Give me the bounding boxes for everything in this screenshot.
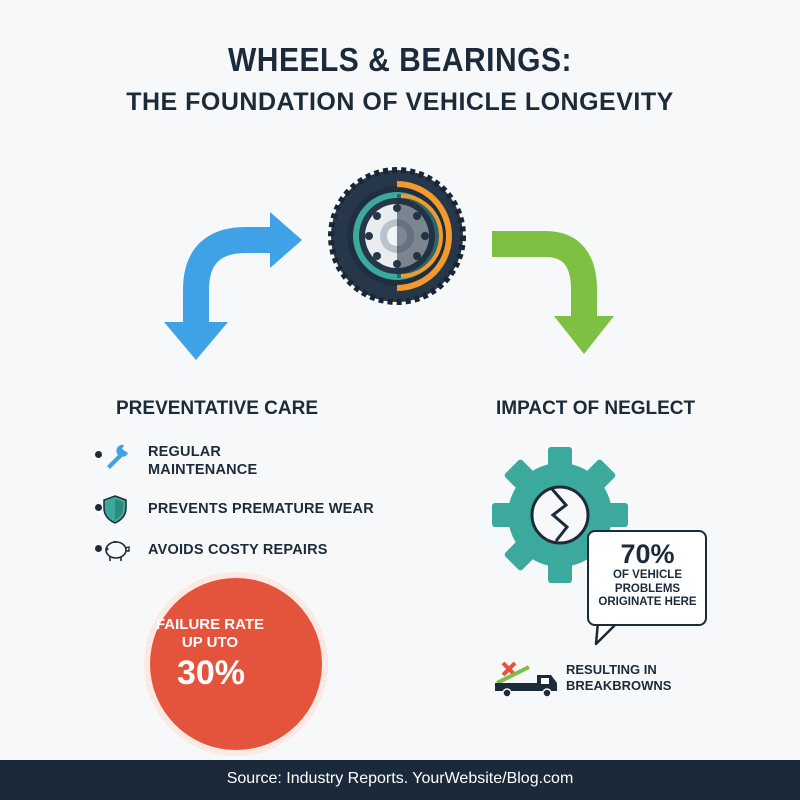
wrench-icon	[107, 444, 128, 469]
list-item: PREVENTS PREMATURE WEAR	[95, 496, 374, 522]
list-item: AVOIDS COSTY REPAIRS	[95, 537, 328, 563]
blue-cycle-arrow	[164, 212, 302, 360]
green-cycle-arrow	[492, 231, 614, 354]
bullet-dot	[95, 504, 102, 511]
impact-of-neglect-heading: IMPACT OF NEGLECT	[496, 398, 696, 419]
badge-value: 30%	[176, 654, 246, 692]
callout-value: 70%	[620, 539, 675, 569]
callout-text: OF VEHICLE PROBLEMS ORIGINATE HERE	[598, 569, 697, 608]
piggy-bank-icon	[105, 541, 130, 561]
list-item-label: REGULAR MAINTENANCE	[148, 444, 258, 478]
stat-callout	[587, 530, 707, 626]
footer-source: Source: Industry Reports. YourWebsite/Bl…	[226, 770, 574, 787]
preventative-care-heading: PREVENTATIVE CARE	[116, 398, 318, 419]
bullet-dot	[95, 545, 102, 552]
page-subtitle: THE FOUNDATION OF VEHICLE LONGEVITY	[126, 88, 674, 116]
result-text: RESULTING IN BREAKBROWNS	[566, 662, 672, 693]
tow-truck-icon	[495, 661, 557, 698]
shield-icon	[103, 495, 127, 524]
list-item-label: AVOIDS COSTY REPAIRS	[148, 542, 328, 558]
bullet-dot	[95, 451, 102, 458]
failure-rate-badge	[150, 578, 322, 750]
page-title: WHEELS & BEARINGS:	[227, 42, 572, 79]
wheel-bearing-icon	[328, 167, 466, 305]
badge-label: FAILURE RATE	[155, 616, 265, 633]
list-item-label: PREVENTS PREMATURE WEAR	[148, 501, 374, 517]
badge-sublabel: UP UTO	[181, 634, 239, 651]
callout-tail	[594, 621, 619, 646]
footer-bar	[0, 760, 800, 800]
list-item: REGULAR MAINTENANCE	[95, 443, 257, 479]
diagram-graphics	[103, 167, 628, 698]
